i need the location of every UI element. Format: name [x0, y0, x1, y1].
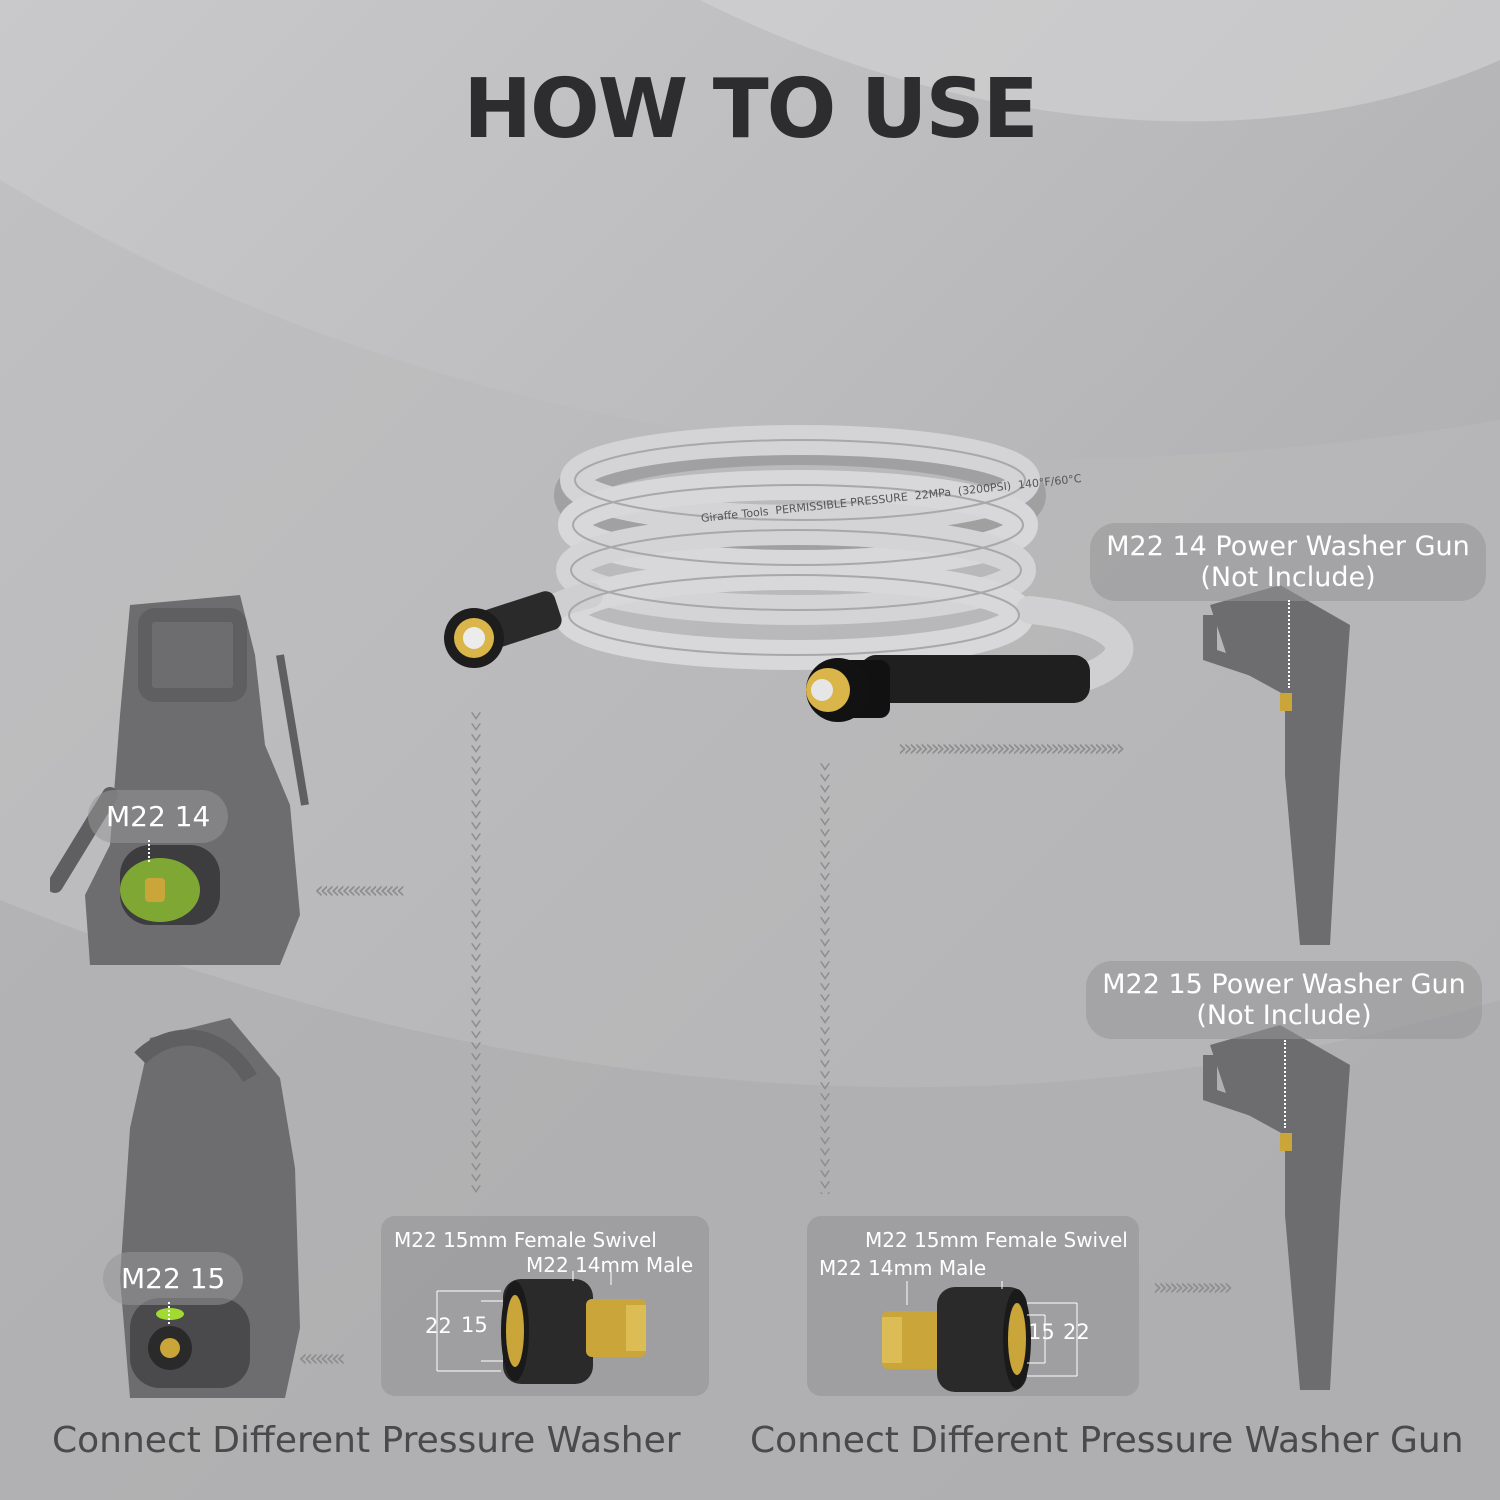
chevron-right-icon: ››››››››››››››	[1150, 1273, 1235, 1301]
dotted-arrow-icon	[168, 1302, 170, 1324]
adapter-right-dim-outer: 22	[1063, 1320, 1090, 1344]
adapter-left-male-label: M22 14mm Male	[526, 1253, 694, 1277]
washer-m22-14-label: M22 14	[88, 790, 229, 843]
adapter-card-left: M22 15mm Female Swivel M22 14mm Male 22 …	[381, 1216, 709, 1396]
adapter-card-right: M22 15mm Female Swivel M22 14mm Male 15 …	[807, 1216, 1139, 1396]
washer-m22-15-label: M22 15	[103, 1252, 244, 1305]
adapter-right-image	[882, 1281, 1078, 1392]
adapter-right-female-label: M22 15mm Female Swivel	[865, 1228, 1128, 1252]
caption-pressure-washer-gun: Connect Different Pressure Washer Gun	[750, 1420, 1464, 1461]
chevron-right-icon: ››››››››››››››››››››››››››››››››››››››››…	[895, 734, 1127, 762]
adapter-left-female-label: M22 15mm Female Swivel	[394, 1228, 657, 1252]
power-washer-gun-m22-15-image	[1203, 1025, 1350, 1390]
adapter-left-dim-inner: 15	[461, 1313, 488, 1337]
chevron-left-icon: ‹‹‹‹‹‹‹‹‹‹‹‹‹‹‹‹	[312, 876, 408, 904]
gun-m22-14-title: M22 14 Power Washer Gun	[1106, 531, 1470, 562]
caption-pressure-washer: Connect Different Pressure Washer	[52, 1420, 681, 1461]
adapter-right-dim-inner: 15	[1028, 1320, 1055, 1344]
adapter-left-image	[436, 1271, 646, 1384]
dotted-arrow-icon	[1288, 600, 1290, 688]
adapter-left-dim-outer: 22	[425, 1314, 452, 1338]
gun-m22-14-label: M22 14 Power Washer Gun (Not Include)	[1090, 523, 1486, 601]
dotted-arrow-icon	[1284, 1040, 1286, 1128]
gun-m22-15-title: M22 15 Power Washer Gun	[1102, 969, 1466, 1000]
pressure-washer-m22-15-image	[120, 1018, 300, 1398]
chevron-left-icon: ‹‹‹‹‹‹‹‹	[296, 1344, 349, 1372]
gun-m22-15-label: M22 15 Power Washer Gun (Not Include)	[1086, 961, 1482, 1039]
gun-m22-14-note: (Not Include)	[1200, 562, 1376, 593]
power-washer-gun-m22-14-image	[1203, 585, 1350, 945]
pressure-washer-m22-14-image	[50, 595, 309, 965]
dotted-arrow-icon	[148, 840, 150, 862]
gun-m22-15-note: (Not Include)	[1196, 1000, 1372, 1031]
hose-coil-image	[444, 425, 1134, 722]
page-title: HOW TO USE	[463, 62, 1038, 157]
chevron-down-icon: ⌄⌄⌄⌄⌄⌄⌄⌄⌄⌄⌄⌄⌄⌄⌄⌄⌄⌄⌄⌄⌄⌄⌄⌄⌄⌄⌄⌄⌄⌄⌄⌄⌄⌄⌄⌄⌄⌄⌄⌄…	[469, 705, 483, 1195]
chevron-down-icon: ⌄⌄⌄⌄⌄⌄⌄⌄⌄⌄⌄⌄⌄⌄⌄⌄⌄⌄⌄⌄⌄⌄⌄⌄⌄⌄⌄⌄⌄⌄⌄⌄⌄⌄⌄⌄⌄⌄⌄⌄	[818, 756, 832, 1194]
adapter-right-male-label: M22 14mm Male	[819, 1256, 987, 1280]
